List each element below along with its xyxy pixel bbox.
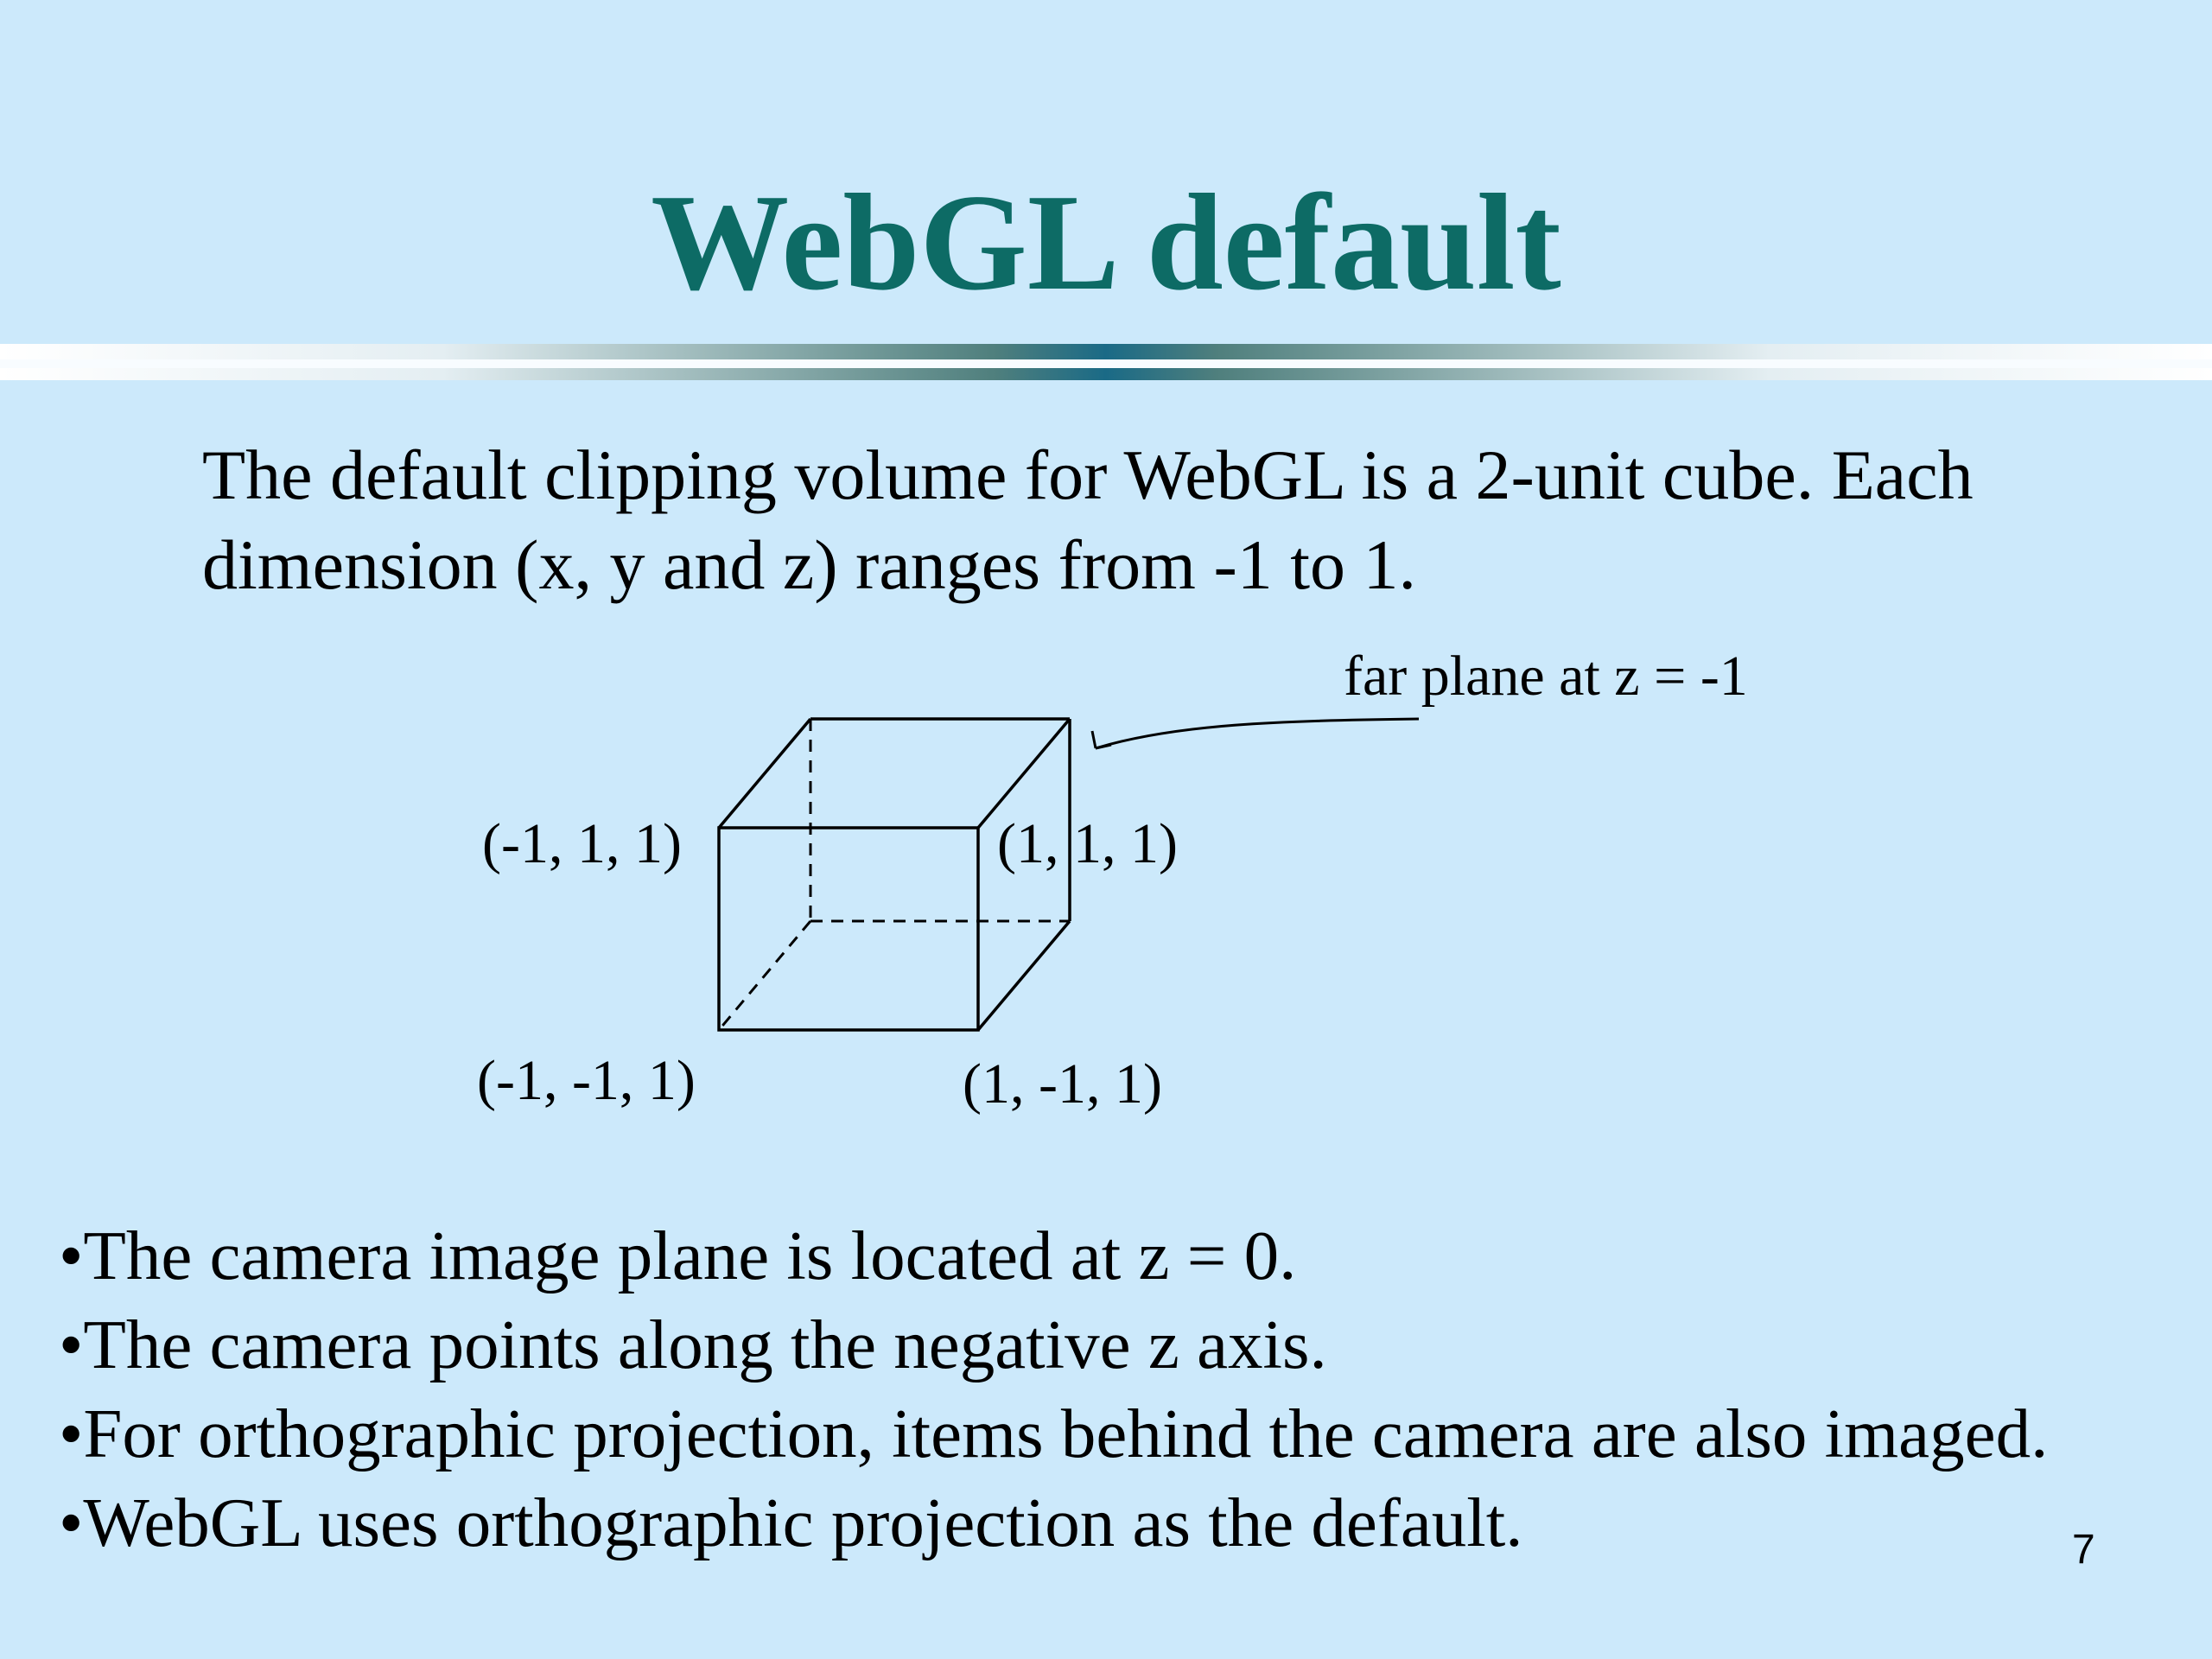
- title-divider: [0, 344, 2212, 380]
- bullet-list: •The camera image plane is located at z …: [59, 1211, 2184, 1567]
- callout-arrow: [1090, 717, 1420, 750]
- slide-title: WebGL default: [651, 165, 1561, 319]
- vertex-label-bottom-right: (1, -1, 1): [963, 1052, 1162, 1116]
- vertex-label-bottom-left: (-1, -1, 1): [477, 1049, 696, 1112]
- cube-edge: [717, 717, 812, 830]
- far-plane-callout: far plane at z = -1: [1344, 645, 1748, 708]
- bullet-item: •The camera image plane is located at z …: [59, 1217, 1297, 1294]
- cube-edge: [976, 919, 1071, 1032]
- vertex-label-top-right: (1, 1, 1): [997, 812, 1178, 875]
- cube-edge: [976, 717, 1071, 830]
- bullet-item: •WebGL uses orthographic projection as t…: [59, 1484, 1523, 1561]
- bullet-item: •The camera points along the negative z …: [59, 1306, 1327, 1383]
- clipping-cube-diagram: far plane at z = -1 (-1, 1, 1) (1, 1, 1)…: [477, 645, 1748, 1116]
- page-number: 7: [2072, 1527, 2095, 1573]
- bullet-item: •For orthographic projection, items behi…: [59, 1395, 2049, 1472]
- vertex-label-top-left: (-1, 1, 1): [482, 812, 682, 875]
- cube-front-face: [717, 826, 980, 1032]
- intro-paragraph: The default clipping volume for WebGL is…: [202, 435, 1974, 604]
- cube-hidden-edge: [717, 920, 812, 1031]
